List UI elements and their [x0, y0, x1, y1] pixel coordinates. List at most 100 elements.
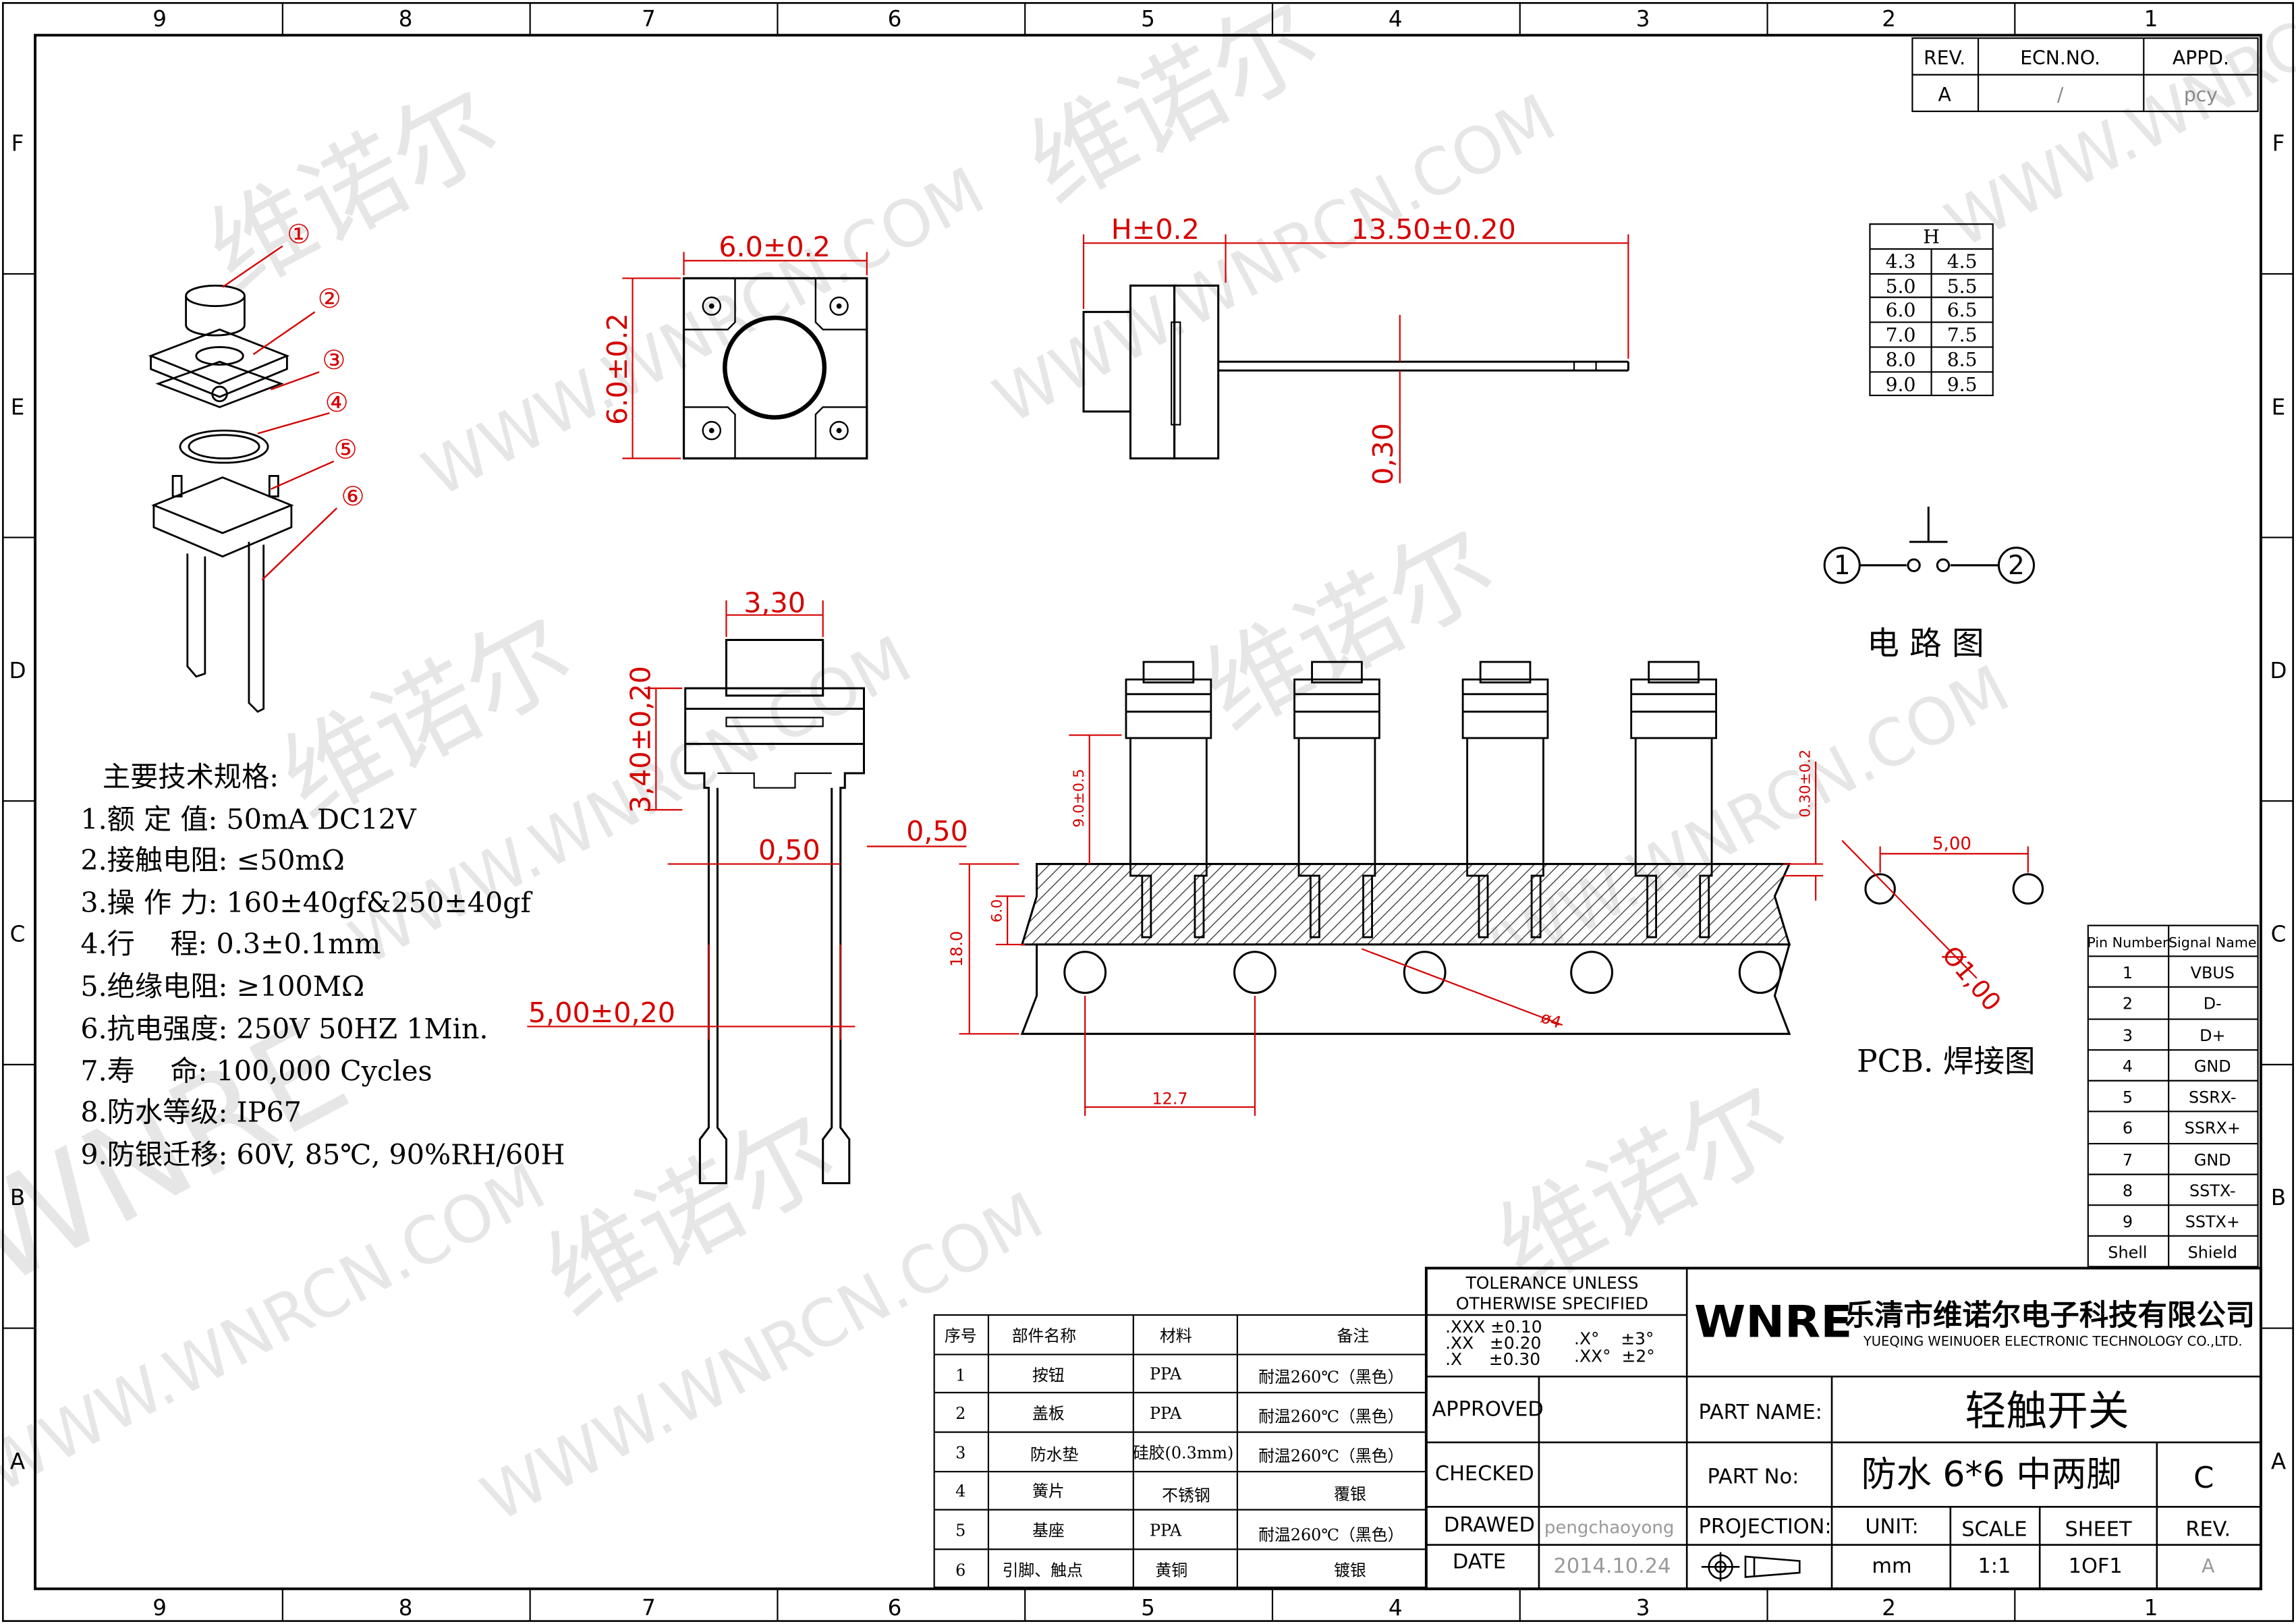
pin-number: 7: [2123, 1151, 2133, 1170]
ecn-header: ECN.NO.: [2020, 47, 2100, 69]
callout-numbers: ① ② ③ ④ ⑤ ⑥: [287, 219, 364, 511]
pin-number: 2: [2123, 994, 2133, 1013]
zone-col-label: 9: [152, 1595, 167, 1621]
top-view: [682, 277, 868, 460]
signal-name: D+: [2200, 1026, 2225, 1045]
part-name-label: PART NAME:: [1699, 1401, 1822, 1424]
zone-col-label: 4: [1389, 1595, 1403, 1621]
callout-4: ④: [325, 388, 349, 418]
part-name-value: 轻触开关: [1965, 1388, 2129, 1435]
zone-col-label: 8: [399, 1595, 413, 1621]
bom-cell: 1: [955, 1366, 965, 1385]
spec-item: 3.操 作 力: 160±40gf&250±40gf: [80, 887, 532, 919]
zone-col-label: 6: [888, 6, 902, 32]
sheet-value: 1OF1: [2069, 1555, 2123, 1578]
bom-cell: 6: [955, 1561, 965, 1579]
spec-item: 9.防银迁移: 60V, 85℃, 90%RH/60H: [80, 1138, 565, 1171]
front-view: [684, 638, 865, 1185]
h-table-cell: 4.3: [1886, 250, 1916, 273]
bom-cell: 镀银: [1334, 1561, 1366, 1579]
zone-row-label: F: [11, 131, 24, 157]
zone-row-label: F: [2272, 131, 2285, 157]
pin-number: 1: [2123, 963, 2133, 982]
appd-header: APPD.: [2173, 47, 2229, 69]
spec-item: 8.防水等级: IP67: [80, 1096, 302, 1129]
watermark-url: WWW.WNRCN.COM: [1934, 0, 2296, 262]
dim-tape-inner: 6.0: [988, 899, 1005, 923]
dim-front-pin-outer: 0,50: [906, 815, 968, 847]
tape-carrier: [1020, 863, 1791, 1035]
angle-tolerance: .XX° ±2°: [1574, 1346, 1655, 1366]
callout-3: ③: [322, 345, 345, 376]
side-view-dims: [1082, 234, 1629, 484]
spec-list: 主要技术规格: 1.额 定 值: 50mA DC12V 2.接触电阻: ≤50m…: [80, 761, 565, 1171]
company-cn-name: 乐清市维诺尔电子科技有限公司: [1845, 1299, 2255, 1333]
tolerance-value: .X ±0.30: [1445, 1349, 1540, 1369]
pin-number: 5: [2123, 1088, 2133, 1107]
zone-row-label: E: [11, 394, 25, 420]
zone-col-label: 5: [1141, 6, 1155, 32]
bom-cell: 按钮: [1032, 1366, 1065, 1385]
callout-leaders: [222, 245, 337, 581]
spec-item: 6.抗电强度: 250V 50HZ 1Min.: [80, 1013, 488, 1045]
drawed-label: DRAWED: [1444, 1513, 1535, 1537]
zone-row-label: D: [2270, 658, 2287, 683]
appd-value: pcy: [2184, 84, 2218, 106]
exploded-view: [148, 284, 294, 713]
dim-front-cap: 3,30: [744, 586, 806, 619]
bom-cell: 防水垫: [1030, 1445, 1079, 1464]
dim-tape-thk: 0.30±0.2: [1797, 750, 1814, 818]
circuit-label: 电 路 图: [1867, 625, 1984, 663]
ecn-value: /: [2057, 84, 2064, 106]
signal-name: GND: [2194, 1151, 2231, 1170]
signal-name: SSRX-: [2189, 1088, 2237, 1107]
pin-number: 8: [2123, 1181, 2133, 1200]
zone-col-label: 9: [152, 6, 167, 32]
dim-tape-rise: 9.0±0.5: [1071, 768, 1088, 827]
angle-tolerance: .X° ±3°: [1574, 1328, 1654, 1348]
dim-top-width: 6.0±0.2: [719, 231, 831, 263]
pin-table-header: Pin Number: [2087, 934, 2168, 951]
h-table-cell: 9.0: [1886, 374, 1916, 396]
pin-number: 9: [2123, 1212, 2133, 1231]
h-table-cell: 7.0: [1886, 324, 1916, 346]
tolerance-value: .XXX ±0.10: [1445, 1317, 1542, 1337]
tape-switch: [1125, 661, 1212, 939]
drawed-by: pengchaoyong: [1544, 1517, 1675, 1538]
bom-cell: PPA: [1150, 1404, 1182, 1423]
checked-label: CHECKED: [1435, 1462, 1534, 1486]
signal-name: SSTX+: [2185, 1212, 2240, 1231]
callout-1: ①: [287, 219, 310, 250]
h-table-cell: 5.5: [1947, 275, 1978, 298]
zone-row-label: B: [10, 1185, 25, 1210]
zone-row-label: D: [9, 658, 26, 683]
revision-block: REV. ECN.NO. APPD. A / pcy: [1911, 37, 2259, 113]
approved-label: APPROVED: [1432, 1398, 1544, 1422]
pin-number: 6: [2123, 1119, 2133, 1138]
bom-cell: 引脚、触点: [1003, 1561, 1083, 1579]
unit-label: UNIT:: [1865, 1515, 1918, 1538]
bom-cell: 耐温260℃（黑色）: [1258, 1368, 1403, 1387]
bom-cell: 簧片: [1032, 1482, 1065, 1501]
bom-cell: 3: [955, 1444, 965, 1463]
h-table-cell: 6.0: [1886, 299, 1916, 321]
dim-side-length: 13.50±0.20: [1351, 213, 1516, 246]
dim-pcb-pitch: 5,00: [1932, 834, 1971, 854]
dim-front-pitch: 5,00±0,20: [528, 997, 675, 1029]
signal-name: Shield: [2188, 1243, 2237, 1262]
title-block: TOLERANCE UNLESS OTHERWISE SPECIFIED .XX…: [1424, 1266, 2262, 1590]
bom-cell: 盖板: [1032, 1404, 1065, 1423]
dim-tape-pitch: 12.7: [1152, 1089, 1187, 1108]
unit-value: mm: [1872, 1555, 1911, 1578]
part-no-value: 防水 6*6 中两脚: [1861, 1455, 2122, 1495]
company-en-name: YUEQING WEINUOER ELECTRONIC TECHNOLOGY C…: [1863, 1334, 2243, 1349]
zone-col-label: 7: [642, 1595, 656, 1621]
rev-value: A: [2202, 1555, 2215, 1577]
dim-side-thickness: 0,30: [1367, 423, 1399, 485]
pin-number: 4: [2123, 1057, 2133, 1076]
zone-col-label: 2: [1882, 1595, 1896, 1621]
spec-item: 5.绝缘电阻: ≥100MΩ: [80, 970, 364, 1003]
bom-cell: 5: [955, 1521, 965, 1540]
